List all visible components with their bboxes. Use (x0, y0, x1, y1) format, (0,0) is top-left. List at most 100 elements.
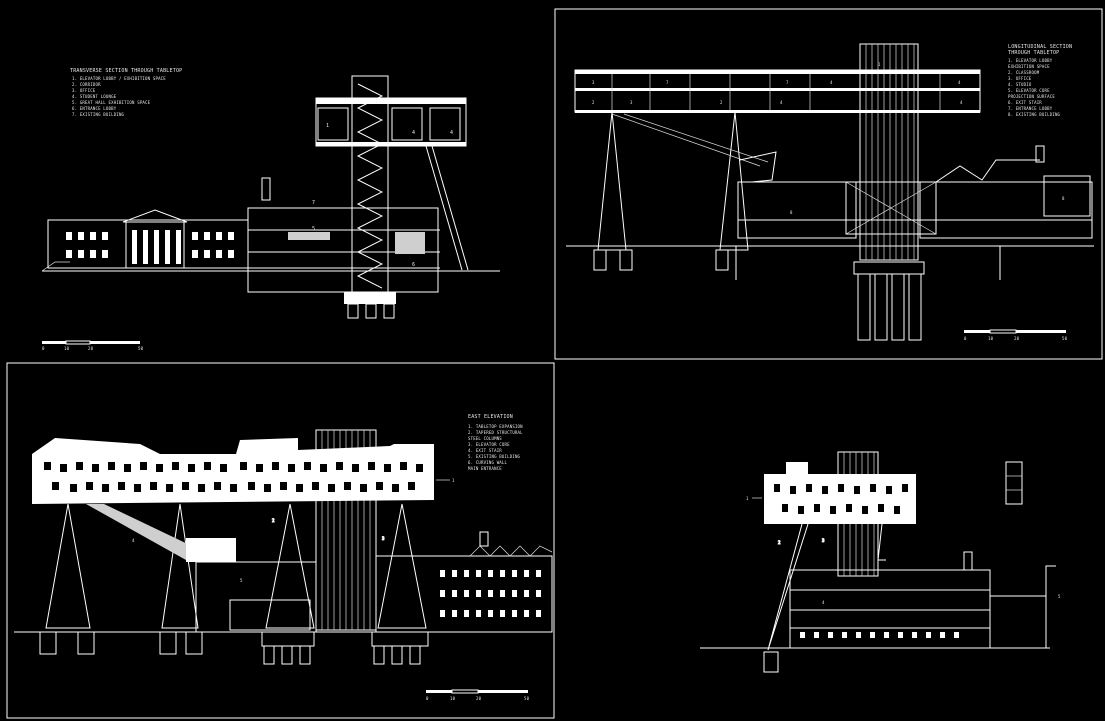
room-tag: 4 (412, 130, 415, 136)
longitudinal-subtitle: THROUGH TABLETOP (1008, 50, 1059, 56)
room-tag: 4 (780, 100, 783, 105)
room-tag: 7 (786, 80, 789, 85)
east-elevation-scale-bar: 0 10 20 50 (426, 689, 530, 701)
legend-line: 4. STUDIO (1008, 82, 1032, 87)
transverse-legend: 1. ELEVATOR LOBBY / EXHIBITION SPACE 2. … (72, 76, 166, 117)
scale-label: 50 (138, 346, 144, 351)
legend-line: 1. ELEVATOR LOBBY (1008, 58, 1053, 63)
scale-label: 0 (42, 346, 45, 351)
callout: 1 (746, 496, 749, 501)
legend-line: 6. CURVING WALL (468, 460, 508, 465)
legend-line: 4. STUDENT LOUNGE (72, 94, 117, 99)
east-elevation-legend: 1. TABLETOP EXPANSION 2. TAPERED STRUCTU… (468, 424, 523, 471)
legend-line: 3. OFFICE (1008, 76, 1032, 81)
east-elevation-columns: 2 3 (39, 503, 429, 665)
legend-line: 1. ELEVATOR LOBBY / EXHIBITION SPACE (72, 76, 166, 81)
room-tag: 3 (592, 80, 595, 85)
scale-label: 50 (1062, 336, 1068, 341)
legend-line: EXHIBITION SPACE (1008, 64, 1050, 69)
north-key-strip (1005, 461, 1023, 505)
transverse-title: TRANSVERSE SECTION THROUGH TABLETOP (70, 68, 182, 74)
frame-east-elevation (6, 362, 555, 719)
callout: 2 (272, 518, 275, 523)
legend-line: 5. GREAT HALL EXHIBITION SPACE (72, 100, 151, 105)
legend-line: 7. EXISTING BUILDING (72, 112, 125, 117)
legend-line: STEEL COLUMNS (468, 436, 502, 441)
transverse-section: TRANSVERSE SECTION THROUGH TABLETOP 1. E… (41, 68, 500, 351)
legend-line: 2. CLASSROOM (1008, 70, 1040, 75)
scale-label: 10 (64, 346, 70, 351)
callout: 2 (778, 540, 781, 545)
room-tag: 8 (1062, 196, 1065, 201)
legend-line: PROJECTION SURFACE (1008, 94, 1055, 99)
scale-label: 50 (524, 696, 530, 701)
callout: 5 (1058, 594, 1061, 599)
legend-line: 2. TAPERED STRUCTURAL (468, 430, 523, 435)
room-tag: 2 (720, 100, 723, 105)
room-tag: 4 (960, 100, 963, 105)
room-tag: 7 (312, 200, 315, 206)
room-tag: 4 (830, 80, 833, 85)
legend-line: 5. ELEVATOR CORE (1008, 88, 1050, 93)
longitudinal-tabletop: 3 7 2 7 4 1 4 3 4 2 4 (574, 62, 981, 113)
callout: 5 (240, 578, 243, 583)
scale-label: 0 (426, 696, 429, 701)
east-elevation-diagonal-stair: 4 (86, 504, 236, 562)
legend-line: 3. OFFICE (72, 88, 96, 93)
room-tag: 4 (450, 130, 453, 136)
north-existing-building: 4 5 (700, 551, 1061, 649)
scale-label: 20 (1014, 336, 1020, 341)
room-tag: 6 (412, 262, 415, 268)
longitudinal-diagonal-stair (611, 113, 777, 183)
transverse-tabletop: 1 4 4 (315, 97, 469, 271)
room-tag: 8 (790, 210, 793, 215)
north-tabletop: 1 (746, 462, 916, 524)
scale-label: 0 (964, 336, 967, 341)
longitudinal-title: LONGITUDINAL SECTION (1008, 44, 1072, 50)
east-elevation-existing-building: 5 (14, 531, 553, 633)
room-tag: 3 (630, 100, 633, 105)
room-tag: 1 (878, 62, 881, 67)
north-elevation: 1 2 3 4 5 (700, 451, 1061, 673)
callout: 4 (822, 600, 825, 605)
stair-tower (344, 75, 396, 319)
legend-line: 1. TABLETOP EXPANSION (468, 424, 523, 429)
legend-line: 6. EXIT STAIR (1008, 100, 1042, 105)
existing-classical-building (47, 209, 249, 269)
east-elevation: EAST ELEVATION 1. TABLETOP EXPANSION 2. … (14, 414, 553, 701)
scale-label: 20 (476, 696, 482, 701)
scale-label: 10 (450, 696, 456, 701)
room-tag: 4 (958, 80, 961, 85)
grade (41, 261, 70, 272)
longitudinal-scale-bar: 0 10 20 50 (964, 329, 1068, 341)
callout: 1 (452, 478, 455, 483)
east-elevation-tabletop: 1 (32, 438, 455, 504)
legend-line: 4. EXIT STAIR (468, 448, 502, 453)
east-elevation-title: EAST ELEVATION (468, 414, 513, 420)
transverse-scale-bar: 0 10 20 50 (42, 340, 144, 351)
legend-line: 2. CORRIDOR (72, 82, 101, 87)
room-tag: 1 (326, 123, 329, 129)
north-columns: 2 3 (763, 523, 886, 673)
longitudinal-core (853, 43, 925, 341)
longitudinal-legend: 1. ELEVATOR LOBBY EXHIBITION SPACE 2. CL… (1008, 58, 1061, 117)
room-tag: 2 (592, 100, 595, 105)
room-tag: 5 (312, 226, 315, 232)
longitudinal-columns (593, 111, 749, 271)
room-tag: 7 (666, 80, 669, 85)
legend-line: 5. EXISTING BUILDING (468, 454, 521, 459)
legend-line: 7. ENTRANCE LOBBY (1008, 106, 1053, 111)
callout: 3 (822, 538, 825, 543)
longitudinal-section: LONGITUDINAL SECTION THROUGH TABLETOP 1.… (566, 43, 1094, 341)
callout: 4 (132, 538, 135, 543)
frame-longitudinal (554, 8, 1103, 360)
legend-line: 6. ENTRANCE LOBBY (72, 106, 117, 111)
longitudinal-lower-building: 8 8 (566, 145, 1094, 280)
scale-label: 20 (88, 346, 94, 351)
legend-line: MAIN ENTRANCE (468, 466, 502, 471)
scale-label: 10 (988, 336, 994, 341)
transverse-section-building: 5 6 7 (247, 177, 440, 293)
legend-line: 3. ELEVATOR CORE (468, 442, 510, 447)
legend-line: 8. EXISTING BUILDING (1008, 112, 1061, 117)
